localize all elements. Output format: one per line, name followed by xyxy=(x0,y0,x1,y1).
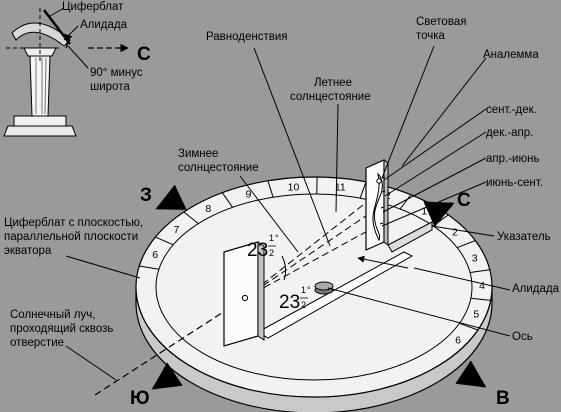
alidade-small-label: Алидада xyxy=(80,19,128,31)
angle-lower-den: 2 xyxy=(301,300,306,310)
hour-label: 8 xyxy=(205,203,211,215)
angle-lower: 23 1 ° 2 xyxy=(279,285,311,313)
east-label: В xyxy=(496,388,510,409)
hour-label: 7 xyxy=(173,224,179,236)
hour-label: 3 xyxy=(472,252,478,264)
angle-upper: 23 1 ° 2 xyxy=(247,233,279,261)
hour-label: 2 xyxy=(452,227,458,239)
hour-label: 5 xyxy=(473,308,479,320)
sunray-label-line3: отверстие xyxy=(10,337,64,349)
far-plate xyxy=(365,159,389,251)
hour-tick xyxy=(470,297,491,301)
alidade-base xyxy=(256,251,414,339)
angle-label-line1: 90° минус xyxy=(90,67,143,79)
inset-pedestal-illustration xyxy=(3,7,129,137)
south-label: Ю xyxy=(130,388,150,409)
pointer-label: Указатель xyxy=(497,231,551,243)
inset-angle-arc xyxy=(63,33,73,49)
angle-upper-whole: 23 xyxy=(247,240,268,261)
axis-peg xyxy=(314,281,334,295)
south-arrow xyxy=(151,362,183,390)
hour-tick xyxy=(267,180,274,198)
dial-hour-ring-inner xyxy=(155,193,473,381)
hour-label: 4 xyxy=(479,280,485,292)
hour-tick xyxy=(399,194,412,210)
hour-label: 9 xyxy=(245,189,251,201)
sun-ray-summer xyxy=(244,189,383,299)
analemma-label: Аналемма xyxy=(483,49,539,61)
hour-tick xyxy=(359,181,367,199)
dial-label: Циферблат xyxy=(62,1,124,13)
pedestal-plinth xyxy=(13,115,67,127)
dec-apr-label: дек.-апр. xyxy=(486,127,533,139)
pointer-wedge xyxy=(387,221,433,253)
sunray-label-line2: проходящий сквозь xyxy=(10,323,113,335)
direction-arrows xyxy=(151,184,487,390)
summer-solstice-line1: Летнее xyxy=(314,77,352,89)
angle-arc-upper xyxy=(281,255,287,281)
hour-tick xyxy=(459,322,478,331)
alidade-arrow xyxy=(357,255,409,269)
light-dot-label-line2: точка xyxy=(416,30,446,42)
hour-label: 11 xyxy=(335,182,346,194)
hour-tick xyxy=(457,240,476,249)
dial-plane-label-line2: параллельной плоскости xyxy=(4,231,138,243)
hour-label: 6 xyxy=(455,334,461,346)
angle-lower-num: 1 xyxy=(301,285,306,295)
north-label: С xyxy=(457,190,471,211)
light-dot xyxy=(376,178,382,184)
hour-tick xyxy=(183,211,199,224)
sun-ray-winter xyxy=(244,221,385,299)
pedestal-column xyxy=(29,55,51,117)
sep-dec-label: сент.-дек. xyxy=(486,104,537,116)
hour-tick xyxy=(221,192,234,208)
equinoxes-label: Равноденствия xyxy=(206,31,288,43)
sun-rays xyxy=(94,189,385,396)
west-label: З xyxy=(140,185,152,206)
sun-ray-equinox xyxy=(244,204,383,299)
main-dial xyxy=(135,176,493,412)
axis-label: Ось xyxy=(512,331,533,343)
light-dot-label-line1: Световая xyxy=(416,16,466,28)
hour-tick xyxy=(155,236,174,246)
angle-label-line2: широта xyxy=(90,81,130,93)
winter-solstice-line1: Зимнее xyxy=(178,148,218,160)
dial-hour-ticks xyxy=(139,176,491,331)
winter-solstice-line2: солнцестояние xyxy=(178,162,259,174)
jun-sep-label: июнь-сент. xyxy=(486,177,543,189)
apr-jun-label: апр.-июнь xyxy=(486,153,539,165)
inset-north-label: С xyxy=(137,44,151,65)
hour-label: 10 xyxy=(288,181,300,193)
alidade-label: Алидада xyxy=(512,283,560,295)
angle-upper-num: 1 xyxy=(269,233,274,243)
sunray-label-line1: Солнечный луч, xyxy=(10,309,95,321)
angle-upper-degree: ° xyxy=(275,233,279,243)
sight-hole xyxy=(241,294,249,302)
west-arrow xyxy=(155,184,187,210)
hour-tick xyxy=(139,265,159,270)
dial-plane-label-line3: экватора xyxy=(4,245,52,257)
analemma-curve xyxy=(372,172,383,242)
leader-lines xyxy=(65,45,511,381)
pedestal-base xyxy=(3,125,77,137)
east-arrow xyxy=(455,360,487,388)
summer-solstice-line2: солнцестояние xyxy=(290,91,371,103)
north-arrow xyxy=(423,201,455,228)
near-plate xyxy=(223,241,265,347)
angle-upper-den: 2 xyxy=(269,248,274,258)
hour-label: 6 xyxy=(152,249,158,261)
angle-lower-degree: ° xyxy=(307,285,311,295)
sun-ray-incoming xyxy=(94,297,246,396)
angle-lower-whole: 23 xyxy=(279,292,300,313)
hour-tick xyxy=(470,269,490,273)
dial-plane-label-line1: Циферблат с плоскостью, xyxy=(4,217,143,229)
